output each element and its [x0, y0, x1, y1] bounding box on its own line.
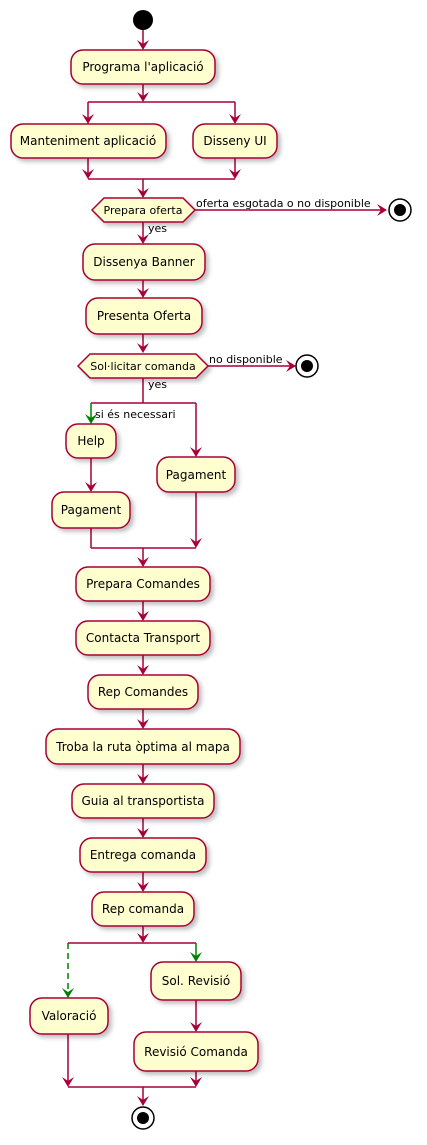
activity-prepara-comandes: Prepara Comandes	[75, 566, 211, 602]
activity-label: Rep comanda	[102, 902, 184, 916]
activity-label: Programa l'aplicació	[82, 60, 203, 74]
edge-label-oferta-no: oferta esgotada o no disponible	[196, 197, 371, 210]
edge-label-comanda-yes: yes	[148, 378, 167, 391]
activity-troba-ruta: Troba la ruta òptima al mapa	[45, 728, 241, 765]
activity-dissenya-banner: Dissenya Banner	[82, 243, 206, 281]
activity-rep-comandes: Rep Comandes	[87, 674, 199, 710]
edge-label-si-necessari: si és necessari	[95, 408, 176, 421]
arrowhead	[62, 1077, 74, 1087]
arrowhead	[190, 952, 202, 962]
activity-label: Entrega comanda	[90, 848, 196, 862]
activity-label: Pagament	[61, 503, 122, 517]
arrowhead	[137, 933, 149, 943]
activity-sol-revisio: Sol. Revisió	[150, 961, 242, 1001]
activity-manteniment: Manteniment aplicació	[10, 123, 167, 159]
arrowhead	[137, 611, 149, 621]
decision-label: Prepara oferta	[104, 204, 183, 217]
activity-disseny-ui: Disseny UI	[192, 123, 278, 159]
activity-presenta-oferta: Presenta Oferta	[85, 297, 203, 335]
arrowhead	[137, 343, 149, 353]
activity-label: Help	[77, 434, 104, 448]
arrowhead	[286, 360, 296, 372]
arrowhead	[62, 988, 74, 998]
activity-label: Sol. Revisió	[162, 974, 230, 988]
activity-label: Disseny UI	[203, 134, 266, 148]
arrowhead	[82, 169, 94, 179]
arrowhead	[137, 234, 149, 244]
activity-label: Dissenya Banner	[93, 255, 195, 269]
arrowhead	[229, 169, 241, 179]
activity-label: Revisió Comanda	[144, 1045, 248, 1059]
arrowhead	[377, 204, 387, 216]
end-node-oferta	[388, 198, 412, 222]
activity-revisio-comanda: Revisió Comanda	[133, 1031, 259, 1072]
arrowhead	[190, 538, 202, 548]
activity-entrega: Entrega comanda	[79, 837, 207, 873]
activity-label: Troba la ruta òptima al mapa	[55, 740, 230, 754]
activity-valoracio: Valoració	[29, 997, 109, 1035]
activity-label: Contacta Transport	[86, 631, 200, 645]
activity-label: Prepara Comandes	[86, 577, 200, 591]
activity-contacta-transport: Contacta Transport	[75, 620, 211, 656]
arrowhead	[137, 1096, 149, 1106]
edges	[62, 30, 387, 1106]
arrowhead	[82, 114, 94, 124]
decision-label: Sol·licitar comanda	[90, 360, 195, 373]
activity-label: Rep Comandes	[98, 685, 188, 699]
arrowhead	[190, 1022, 202, 1032]
end-node-final	[131, 1106, 155, 1130]
arrowhead	[137, 665, 149, 675]
arrowhead	[137, 557, 149, 567]
edge-label-comanda-no: no disponible	[209, 353, 283, 366]
activity-label: Manteniment aplicació	[20, 134, 156, 148]
activity-pagament-left: Pagament	[51, 491, 131, 529]
end-node-comanda	[295, 354, 319, 378]
activity-guia: Guia al transportista	[71, 783, 215, 819]
arrowhead	[137, 40, 149, 50]
arrowhead	[85, 482, 97, 492]
arrowhead	[137, 882, 149, 892]
arrowhead	[137, 719, 149, 729]
arrowhead	[190, 447, 202, 457]
activity-label: Guia al transportista	[82, 794, 205, 808]
start-node	[133, 10, 153, 30]
activity-help: Help	[65, 423, 117, 459]
arrowhead	[85, 414, 97, 424]
activity-rep-comanda: Rep comanda	[91, 891, 195, 927]
decision-prepara-oferta: Prepara oferta	[90, 197, 197, 223]
arrowhead	[137, 774, 149, 784]
arrowhead	[137, 828, 149, 838]
arrowhead	[229, 114, 241, 124]
arrowhead	[137, 288, 149, 298]
arrowhead	[137, 188, 149, 198]
arrowhead	[137, 92, 149, 102]
edge-label-oferta-yes: yes	[148, 222, 167, 235]
activity-label: Pagament	[166, 468, 227, 482]
activity-label: Valoració	[42, 1009, 97, 1023]
decision-sollicitar-comanda: Sol·licitar comanda	[76, 353, 210, 379]
activity-programa: Programa l'aplicació	[70, 49, 216, 85]
arrowhead	[190, 1077, 202, 1087]
activity-label: Presenta Oferta	[97, 309, 191, 323]
activity-pagament-right: Pagament	[156, 456, 236, 493]
